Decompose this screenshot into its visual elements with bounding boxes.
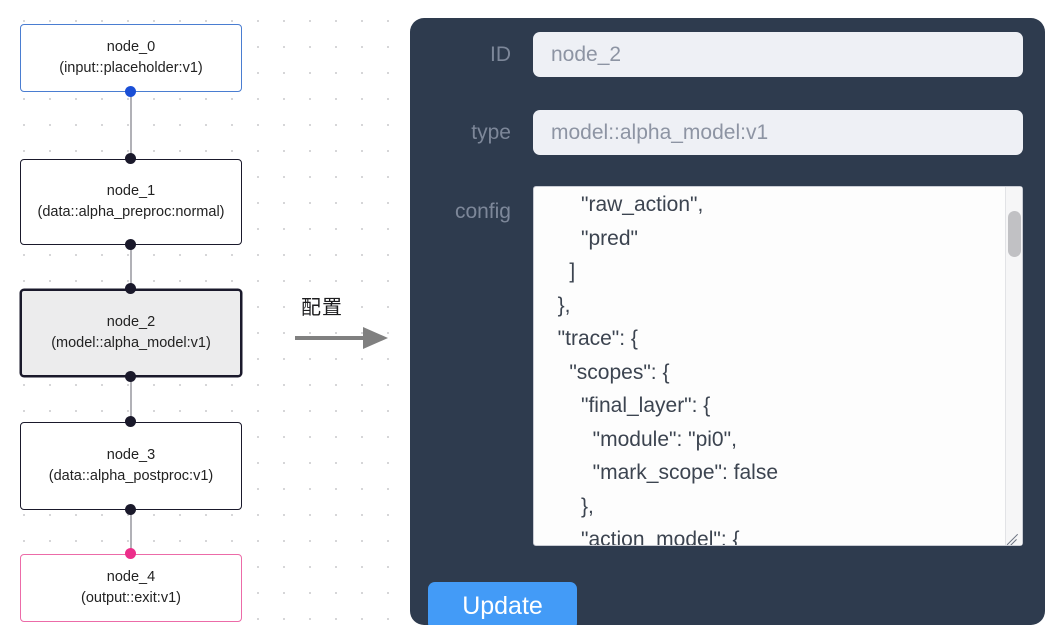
graph-canvas[interactable]: node_0(input::placeholder:v1) node_1(dat… — [0, 0, 400, 643]
config-scrollbar[interactable] — [1005, 187, 1022, 545]
edge-node0-node1[interactable] — [130, 92, 132, 164]
id-input[interactable] — [533, 32, 1023, 77]
node_4-target-handle[interactable] — [125, 548, 136, 559]
graph-node-node_3[interactable]: node_3(data::alpha_postproc:v1) — [20, 422, 242, 510]
graph-node-node_1[interactable]: node_1(data::alpha_preproc:normal) — [20, 159, 242, 245]
annotation-arrow-group: 配置 — [293, 296, 393, 356]
node_3-source-handle[interactable] — [125, 504, 136, 515]
type-field-label: type — [471, 120, 511, 144]
node_1-source-handle[interactable] — [125, 239, 136, 250]
graph-node-label: node_0(input::placeholder:v1) — [59, 39, 203, 76]
node_2-target-handle[interactable] — [125, 283, 136, 294]
graph-node-label: node_1(data::alpha_preproc:normal) — [37, 183, 225, 220]
update-button[interactable]: Update — [428, 582, 577, 625]
node_2-source-handle[interactable] — [125, 371, 136, 382]
graph-node-label: node_3(data::alpha_postproc:v1) — [48, 447, 214, 484]
config-field-label: config — [454, 200, 511, 223]
edge-node3-node4[interactable] — [130, 510, 132, 559]
node_1-target-handle[interactable] — [125, 153, 136, 164]
node_3-target-handle[interactable] — [125, 416, 136, 427]
config-textarea-wrapper: "raw_action", "pred" ] }, "trace": { "sc… — [533, 186, 1023, 546]
config-field-row: config "raw_action", "pred" ] }, "trace"… — [430, 186, 1023, 546]
config-scrollbar-thumb[interactable] — [1008, 211, 1021, 257]
node-config-panel: ID type config "raw_action", "pred" ] },… — [410, 18, 1045, 625]
edge-node1-node2[interactable] — [130, 245, 132, 294]
graph-node-node_0[interactable]: node_0(input::placeholder:v1) — [20, 24, 242, 92]
config-resize-handle[interactable] — [1004, 528, 1021, 545]
node_0-source-handle[interactable] — [125, 86, 136, 97]
graph-node-node_4[interactable]: node_4(output::exit:v1) — [20, 554, 242, 622]
arrow-right-icon — [295, 327, 388, 349]
type-input[interactable] — [533, 110, 1023, 155]
edge-node2-node3[interactable] — [130, 377, 132, 427]
id-field-row: ID — [430, 32, 1023, 77]
type-field-row: type — [430, 110, 1023, 155]
config-textarea[interactable]: "raw_action", "pred" ] }, "trace": { "sc… — [533, 186, 1023, 546]
annotation-caption: 配置 — [301, 297, 343, 319]
id-field-label: ID — [490, 42, 511, 66]
graph-node-label: node_2(model::alpha_model:v1) — [51, 314, 211, 351]
graph-node-node_2[interactable]: node_2(model::alpha_model:v1) — [20, 289, 242, 377]
graph-node-label: node_4(output::exit:v1) — [81, 569, 181, 606]
